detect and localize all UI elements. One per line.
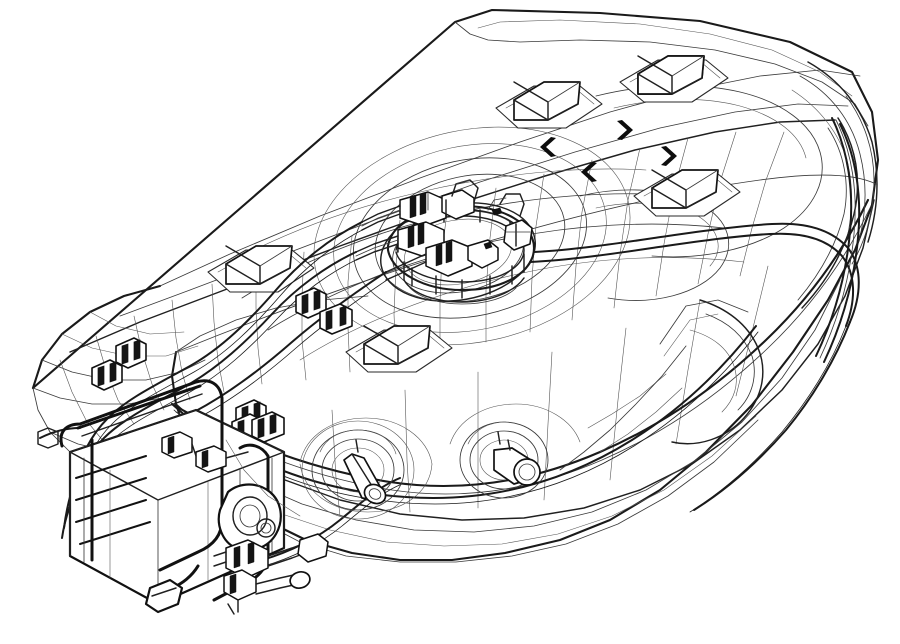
hose-line-left-link [39, 427, 81, 439]
quick-connect-lower [385, 239, 499, 281]
chevron-left-icon-2 [581, 162, 597, 182]
mount-pad-5 [345, 325, 453, 373]
hose-clip-4 [91, 359, 123, 391]
fine-detail-lines [225, 345, 687, 517]
chevron-right-icon-1 [617, 120, 633, 140]
hose-line-a [75, 221, 363, 479]
module-right-fitting [503, 219, 533, 251]
mount-pad-3 [633, 169, 741, 217]
fuel-pump-module [355, 179, 536, 305]
mount-pad-1 [495, 81, 603, 129]
canister-hose-clip [251, 411, 285, 443]
canister-vent-fitting [223, 569, 311, 615]
fill-port [301, 420, 415, 520]
hose-line-e [529, 232, 855, 327]
surface-arrows [540, 120, 677, 182]
hose-clip-3 [115, 337, 147, 369]
mount-pad-2 [619, 55, 729, 103]
hose-line-h [693, 321, 851, 511]
mount-pad-group [207, 55, 741, 373]
hose-line-d [533, 222, 860, 323]
hose-line-right-1 [815, 117, 853, 357]
chevron-right-icon-2 [661, 146, 677, 166]
evap-canister [59, 379, 329, 615]
canister-purge-valve [213, 533, 329, 579]
mount-pad-4 [207, 245, 315, 293]
hose-line-right-2 [823, 123, 861, 363]
hose-clip-2 [319, 303, 353, 335]
outlet-port [459, 421, 549, 499]
canister-top-fittings [161, 431, 249, 473]
chevron-left-icon-1 [540, 137, 556, 157]
quick-connect-upper [361, 189, 475, 231]
